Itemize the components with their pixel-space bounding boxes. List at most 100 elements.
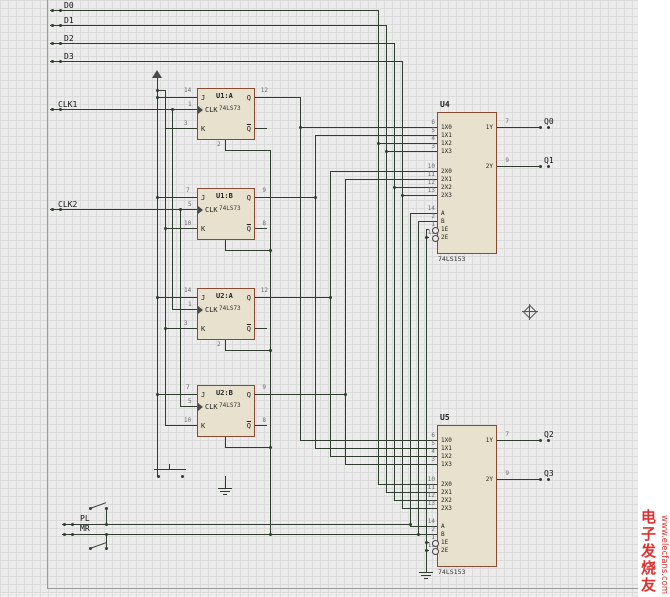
- inverter-bubble-icon: [432, 235, 439, 242]
- wire: [410, 213, 411, 526]
- wire: [165, 425, 197, 426]
- inverter-bubble-icon: [432, 548, 439, 555]
- wire: [497, 127, 540, 128]
- component-part: 74LS153: [438, 255, 466, 263]
- wire: [225, 350, 270, 351]
- pin-number: 10: [427, 476, 435, 483]
- wire: [315, 135, 316, 448]
- wire: [330, 171, 331, 456]
- junction-dot: [51, 108, 54, 111]
- inverter-bubble-icon: [432, 227, 439, 234]
- right-margin: 电子发烧友 www.elecfans.com: [638, 0, 670, 597]
- wire: [255, 425, 267, 426]
- pin-number-j: 7: [186, 384, 190, 391]
- wire: [255, 228, 267, 229]
- wire: [497, 440, 540, 441]
- junction-dot: [71, 533, 74, 536]
- component-part: 74LS73: [219, 402, 241, 409]
- junction-dot: [547, 478, 550, 481]
- wire: [62, 524, 410, 525]
- pin-label: 1E: [441, 226, 449, 233]
- wire: [225, 250, 270, 251]
- wire: [225, 437, 226, 447]
- flipflop-u2a[interactable]: U2:A 74LS73 J CLK K Q Q 14 1 3 12 2: [184, 287, 268, 348]
- wire: [180, 209, 181, 406]
- pin-number: 6: [431, 119, 435, 126]
- wire: [300, 97, 301, 440]
- pin-label-qbar: Q: [246, 422, 251, 430]
- junction-dot: [59, 24, 62, 27]
- sheet-border-bottom: [47, 588, 638, 589]
- pin-label-j: J: [201, 294, 206, 302]
- flipflop-u1a[interactable]: U1:A 74LS73 J CLK K Q Q 14 1 3 12 2: [184, 87, 268, 148]
- wire: [418, 534, 437, 535]
- pin-number: 12: [427, 492, 435, 499]
- junction-dot: [63, 523, 66, 526]
- pin-number: 10: [427, 163, 435, 170]
- junction-dot: [51, 24, 54, 27]
- wire: [225, 447, 270, 448]
- pin-label: 2X1: [441, 489, 452, 496]
- pin-number-q: 9: [262, 384, 266, 391]
- wire: [315, 135, 437, 136]
- pin-label: B: [441, 531, 445, 538]
- wire: [402, 195, 437, 196]
- pin-number: 7: [505, 431, 509, 438]
- wire: [165, 228, 197, 229]
- push-button[interactable]: [150, 462, 190, 480]
- pin-label: 2X0: [441, 481, 452, 488]
- ground-symbol[interactable]: [218, 488, 232, 496]
- wire: [330, 171, 437, 172]
- wire: [255, 97, 300, 98]
- flipflop-u1b[interactable]: U1:B 74LS73 J CLK K Q Q 7 5 10 9 8: [184, 187, 266, 240]
- wire: [394, 43, 395, 500]
- pin-number-k: 3: [184, 120, 188, 127]
- pin-label-q: Q: [246, 94, 251, 102]
- junction-dot: [417, 533, 420, 536]
- pin-number-clk: 1: [188, 101, 192, 108]
- pin-number-r: 2: [217, 341, 221, 348]
- power-arrow-icon[interactable]: [152, 70, 162, 78]
- junction-dot: [71, 523, 74, 526]
- pin-number: 9: [505, 157, 509, 164]
- flipflop-u2b[interactable]: U2:B 74LS73 J CLK K Q Q 7 5 10 9 8: [184, 384, 266, 437]
- pin-label: 2X2: [441, 497, 452, 504]
- switch-pl[interactable]: [86, 500, 112, 514]
- junction-dot: [314, 196, 317, 199]
- pin-label-q: Q: [246, 294, 251, 302]
- pin-label-clk: CLK: [205, 403, 218, 411]
- pin-label: 1X0: [441, 124, 452, 131]
- pin-label: 2Y: [485, 163, 493, 170]
- wire: [50, 61, 402, 62]
- wire: [386, 492, 437, 493]
- net-label-pl: PL: [80, 514, 90, 523]
- wire: [225, 140, 226, 150]
- pin-label: 1X3: [441, 461, 452, 468]
- ground-symbol[interactable]: [419, 572, 433, 580]
- pin-number: 4: [431, 448, 435, 455]
- pin-number: 13: [427, 187, 435, 194]
- pin-number: 12: [427, 179, 435, 186]
- wire: [157, 297, 197, 298]
- junction-dot: [401, 194, 404, 197]
- net-label-mr: MR: [80, 524, 90, 533]
- junction-dot: [393, 186, 396, 189]
- pin-number-j: 14: [184, 287, 192, 294]
- junction-dot: [59, 60, 62, 63]
- wire: [394, 500, 437, 501]
- junction-dot: [377, 142, 380, 145]
- pin-number: 14: [427, 205, 435, 212]
- mux-u5[interactable]: U5 74LS153 1X0 1X1 1X2 1X3 2X0 2X1 2X2 2…: [428, 413, 509, 576]
- pin-label-j: J: [201, 391, 206, 399]
- mux-u4[interactable]: U4 74LS153 1X0 1X1 1X2 1X3 2X0 2X1 2X2 2…: [428, 100, 509, 263]
- switch-lever: [89, 502, 107, 509]
- clock-edge-icon: [198, 106, 203, 114]
- wire: [402, 508, 437, 509]
- junction-dot: [105, 523, 108, 526]
- wire: [497, 479, 540, 480]
- pin-number-j: 14: [184, 87, 192, 94]
- junction-dot: [269, 349, 272, 352]
- wire: [270, 150, 271, 534]
- switch-mr[interactable]: [86, 540, 112, 554]
